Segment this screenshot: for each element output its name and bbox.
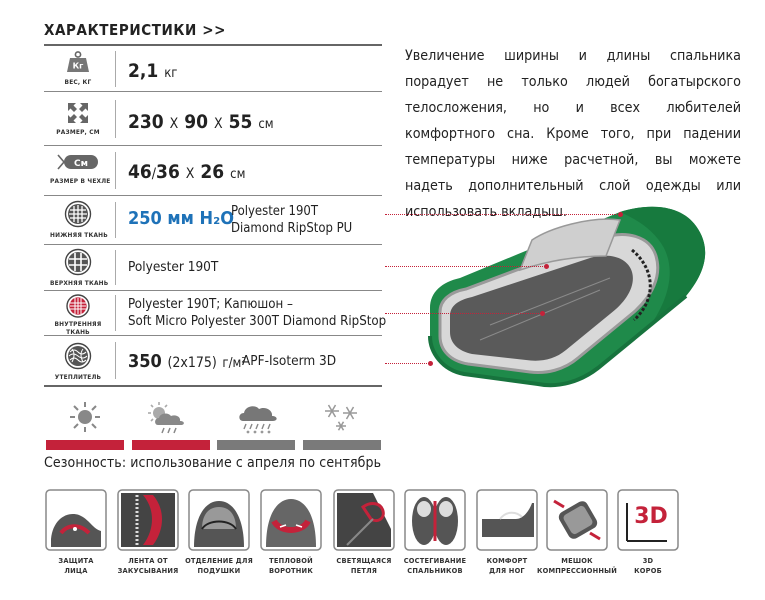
inner-fabric-text: Polyester 190T; Капюшон – Soft Micro Pol… — [128, 297, 387, 329]
callout-dot-inner — [540, 311, 545, 316]
sun-icon — [70, 402, 100, 432]
spec-label: ВЕРХНЯЯ ТКАНЬ — [50, 279, 109, 287]
fabric-grid-icon — [66, 294, 90, 318]
callout-line-insulation — [385, 363, 429, 364]
weight-icon-text: Кг — [73, 62, 84, 71]
bag-joining-icon — [404, 489, 466, 551]
stuff-sack-icon-text: См — [74, 159, 88, 169]
spec-row-upper-fabric: ВЕРХНЯЯ ТКАНЬ Polyester 190T — [44, 245, 382, 290]
callout-dot-insulation — [428, 361, 433, 366]
insulation-fiber-icon — [64, 342, 92, 370]
spec-table-bottom-border — [44, 385, 382, 387]
pillow-pocket-icon — [188, 489, 250, 551]
water-resistance-value: 250 мм H₂O — [128, 208, 234, 229]
season-bar-spring-autumn — [132, 440, 210, 450]
callout-dot-outer — [618, 212, 623, 217]
glow-loop-icon — [333, 489, 395, 551]
upper-fabric-text: Polyester 190T — [128, 259, 219, 275]
3d-box-icon: 3D — [617, 489, 679, 551]
outer-fabric-text: Polyester 190T Diamond RipStop PU — [231, 204, 353, 236]
sleeping-bag-illustration — [428, 206, 706, 388]
spec-row-inner-fabric: ВНУТРЕННЯЯ ТКАНЬ Polyester 190T; Капюшон… — [44, 291, 386, 336]
spec-label: ВНУТРЕННЯЯ ТКАНЬ — [54, 320, 102, 336]
callout-line-upper — [385, 266, 545, 267]
insulation-material-text: APF-Isoterm 3D — [242, 353, 337, 369]
spec-label: ВЕС, КГ — [64, 78, 92, 86]
3d-box-icon-text: 3D — [634, 504, 668, 529]
spec-label: РАЗМЕР В ЧЕХЛЕ — [50, 177, 111, 185]
stuff-sack-icon: См — [57, 154, 98, 170]
snowflakes-icon — [325, 404, 357, 431]
spec-table-top-border — [44, 44, 382, 46]
sun-cloud-rain-icon — [148, 402, 184, 434]
callout-dot-upper — [544, 264, 549, 269]
spec-row-size: РАЗМЕР, СМ 230 X 90 X 55 см — [44, 92, 382, 145]
spec-row-weight: Кг ВЕС, КГ 2,1 кг — [44, 47, 382, 91]
weight-value: 2,1 кг — [128, 60, 178, 82]
season-bar-summer — [46, 440, 124, 450]
spec-label: НИЖНЯЯ ТКАНЬ — [50, 231, 108, 239]
thermal-collar-icon — [260, 489, 322, 551]
section-title: ХАРАКТЕРИСТИКИ >> — [44, 21, 227, 39]
callout-line-inner — [385, 313, 541, 314]
fabric-ripstop-icon — [64, 200, 92, 228]
spec-label: УТЕПЛИТЕЛЬ — [54, 373, 102, 381]
spec-row-insulation: УТЕПЛИТЕЛЬ 350 (2x175) г/м² APF-Isoterm … — [44, 336, 382, 385]
fabric-weave-icon — [64, 248, 92, 276]
season-bar-winter — [303, 440, 381, 450]
callout-line-outer — [385, 214, 619, 215]
compression-sack-icon — [546, 489, 608, 551]
zipper-guard-icon — [117, 489, 179, 551]
spec-label: РАЗМЕР, СМ — [56, 128, 100, 136]
season-usage-text: Сезонность: использование с апреля по се… — [44, 455, 382, 471]
cloud-snow-rain-icon — [239, 406, 277, 434]
face-protection-icon — [45, 489, 107, 551]
expand-arrows-icon — [68, 103, 88, 123]
spec-row-packed-size: См РАЗМЕР В ЧЕХЛЕ 46/36 X 26 см — [44, 146, 382, 195]
product-description: Увеличение ширины и длины спальника пора… — [405, 48, 741, 220]
season-bar-late-autumn — [217, 440, 295, 450]
spec-row-outer-fabric: НИЖНЯЯ ТКАНЬ 250 мм H₂O Polyester 190T D… — [44, 196, 382, 244]
weight-icon: Кг — [67, 51, 89, 72]
insulation-density-value: 350 (2x175) г/м² — [128, 351, 247, 372]
foot-comfort-icon — [476, 489, 538, 551]
size-value: 230 X 90 X 55 см — [128, 111, 274, 133]
packed-size-value: 46/36 X 26 см — [128, 161, 246, 183]
